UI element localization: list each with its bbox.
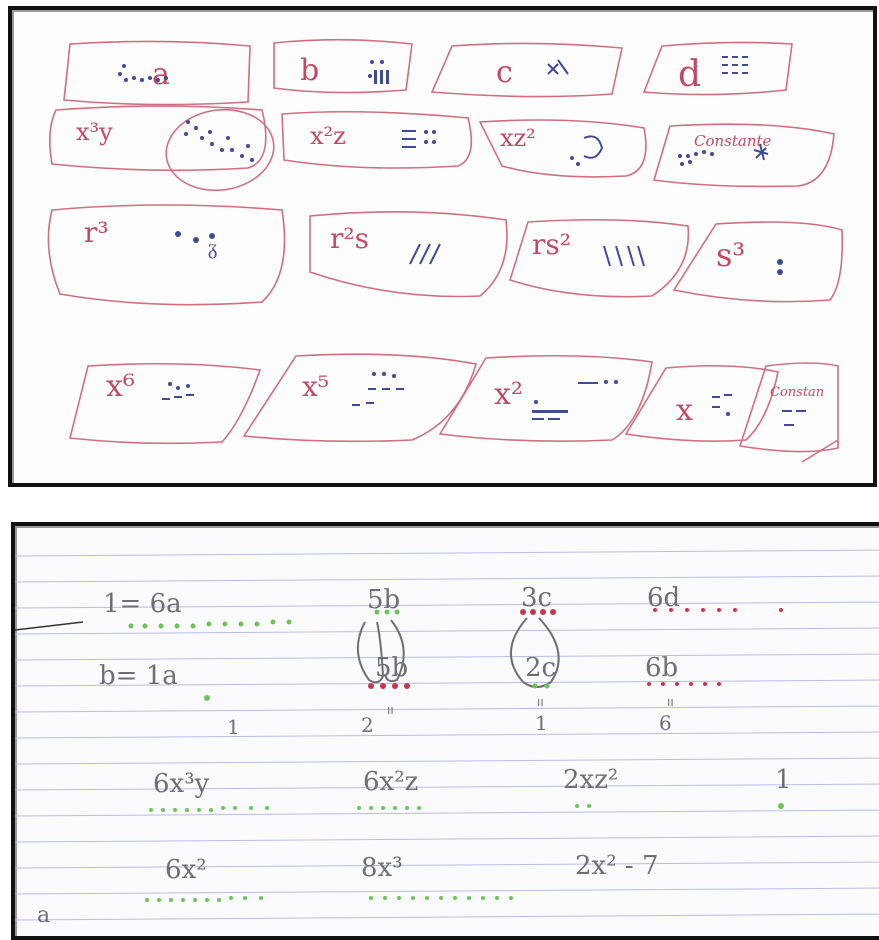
row5-term: 8x³ <box>361 853 403 883</box>
row2-term: 6b <box>645 653 678 683</box>
green-dots <box>128 609 784 902</box>
card-outline <box>478 119 647 178</box>
row3-count: 1 <box>227 715 240 739</box>
card-label: x² <box>494 377 523 412</box>
row4-term: 1 <box>775 765 792 795</box>
card-outline <box>48 105 267 172</box>
cards-drawing: a b c d x³y x²z xz² Constante r³ r²s rs²… <box>47 38 844 463</box>
card-label: x⁶ <box>106 369 135 404</box>
row4-term: 6x²z <box>363 767 418 797</box>
card-label: d <box>678 54 701 95</box>
card-outline <box>738 362 839 453</box>
card-label: s³ <box>716 236 745 274</box>
card-label: x²z <box>310 122 346 150</box>
circled-dots-outline <box>165 108 275 192</box>
card-label: r³ <box>84 216 109 249</box>
svg-text:ᵹ: ᵹ <box>208 235 217 259</box>
card-outline <box>438 354 653 442</box>
card-label: xz² <box>500 124 536 152</box>
card-label: Constante <box>694 132 772 150</box>
row4-term: 6x³y <box>153 769 210 799</box>
card-label: x <box>676 393 693 428</box>
row5-term: 2x² - 7 <box>575 851 658 881</box>
pen-line <box>15 621 84 631</box>
card-outline <box>642 41 793 96</box>
row2-term: 2c <box>525 653 556 683</box>
card-outline <box>509 218 690 298</box>
card-outline <box>47 204 286 306</box>
card-outline <box>69 362 262 445</box>
card-outline <box>309 211 508 298</box>
card-outline <box>624 364 779 442</box>
card-label: x⁵ <box>302 370 329 403</box>
card-label: x³y <box>76 118 113 146</box>
card-label: b <box>300 53 319 88</box>
card-label: a <box>152 57 170 92</box>
svg-text:ıı: ıı <box>667 695 674 709</box>
ruled-lines <box>15 549 879 921</box>
row5-term: 6x² <box>165 855 207 885</box>
card-outline <box>281 110 473 169</box>
card-outline <box>273 38 413 94</box>
row1-term: 3c <box>521 583 552 613</box>
row1-term: 5b <box>367 585 400 615</box>
card-label: c <box>496 55 513 90</box>
svg-text:ıı: ıı <box>387 703 394 717</box>
row4-term: 2xz² <box>563 765 618 795</box>
svg-text:ıı: ıı <box>537 695 544 709</box>
blue-dots: ᵹ <box>118 56 806 426</box>
card-outline <box>63 40 251 106</box>
card-outline <box>242 353 478 443</box>
red-dots <box>368 608 783 689</box>
card-label: rs² <box>532 228 571 261</box>
row1-term: 1= 6a <box>103 589 182 619</box>
row3-count: 2 <box>361 713 374 737</box>
row2-term: b= 1a <box>99 661 178 691</box>
card-outline <box>672 221 844 303</box>
card-outline <box>430 42 623 98</box>
row1-term: 6d <box>647 583 680 613</box>
row3-count: 1 <box>535 711 548 735</box>
card-outline <box>652 123 835 188</box>
row3-count: 6 <box>659 711 672 735</box>
card-label: Constan <box>770 385 824 400</box>
card-label: r²s <box>330 222 369 255</box>
hand-drawn-cards-photo: a b c d x³y x²z xz² Constante r³ r²s rs²… <box>8 6 877 487</box>
notebook-drawing: 1= 6a 5b 3c 6d b= 1a 5b 2c 6b 1 2 1 6 6x… <box>15 549 879 928</box>
notebook-page-photo: 1= 6a 5b 3c 6d b= 1a 5b 2c 6b 1 2 1 6 6x… <box>11 522 879 940</box>
margin-letter: a <box>37 903 50 928</box>
